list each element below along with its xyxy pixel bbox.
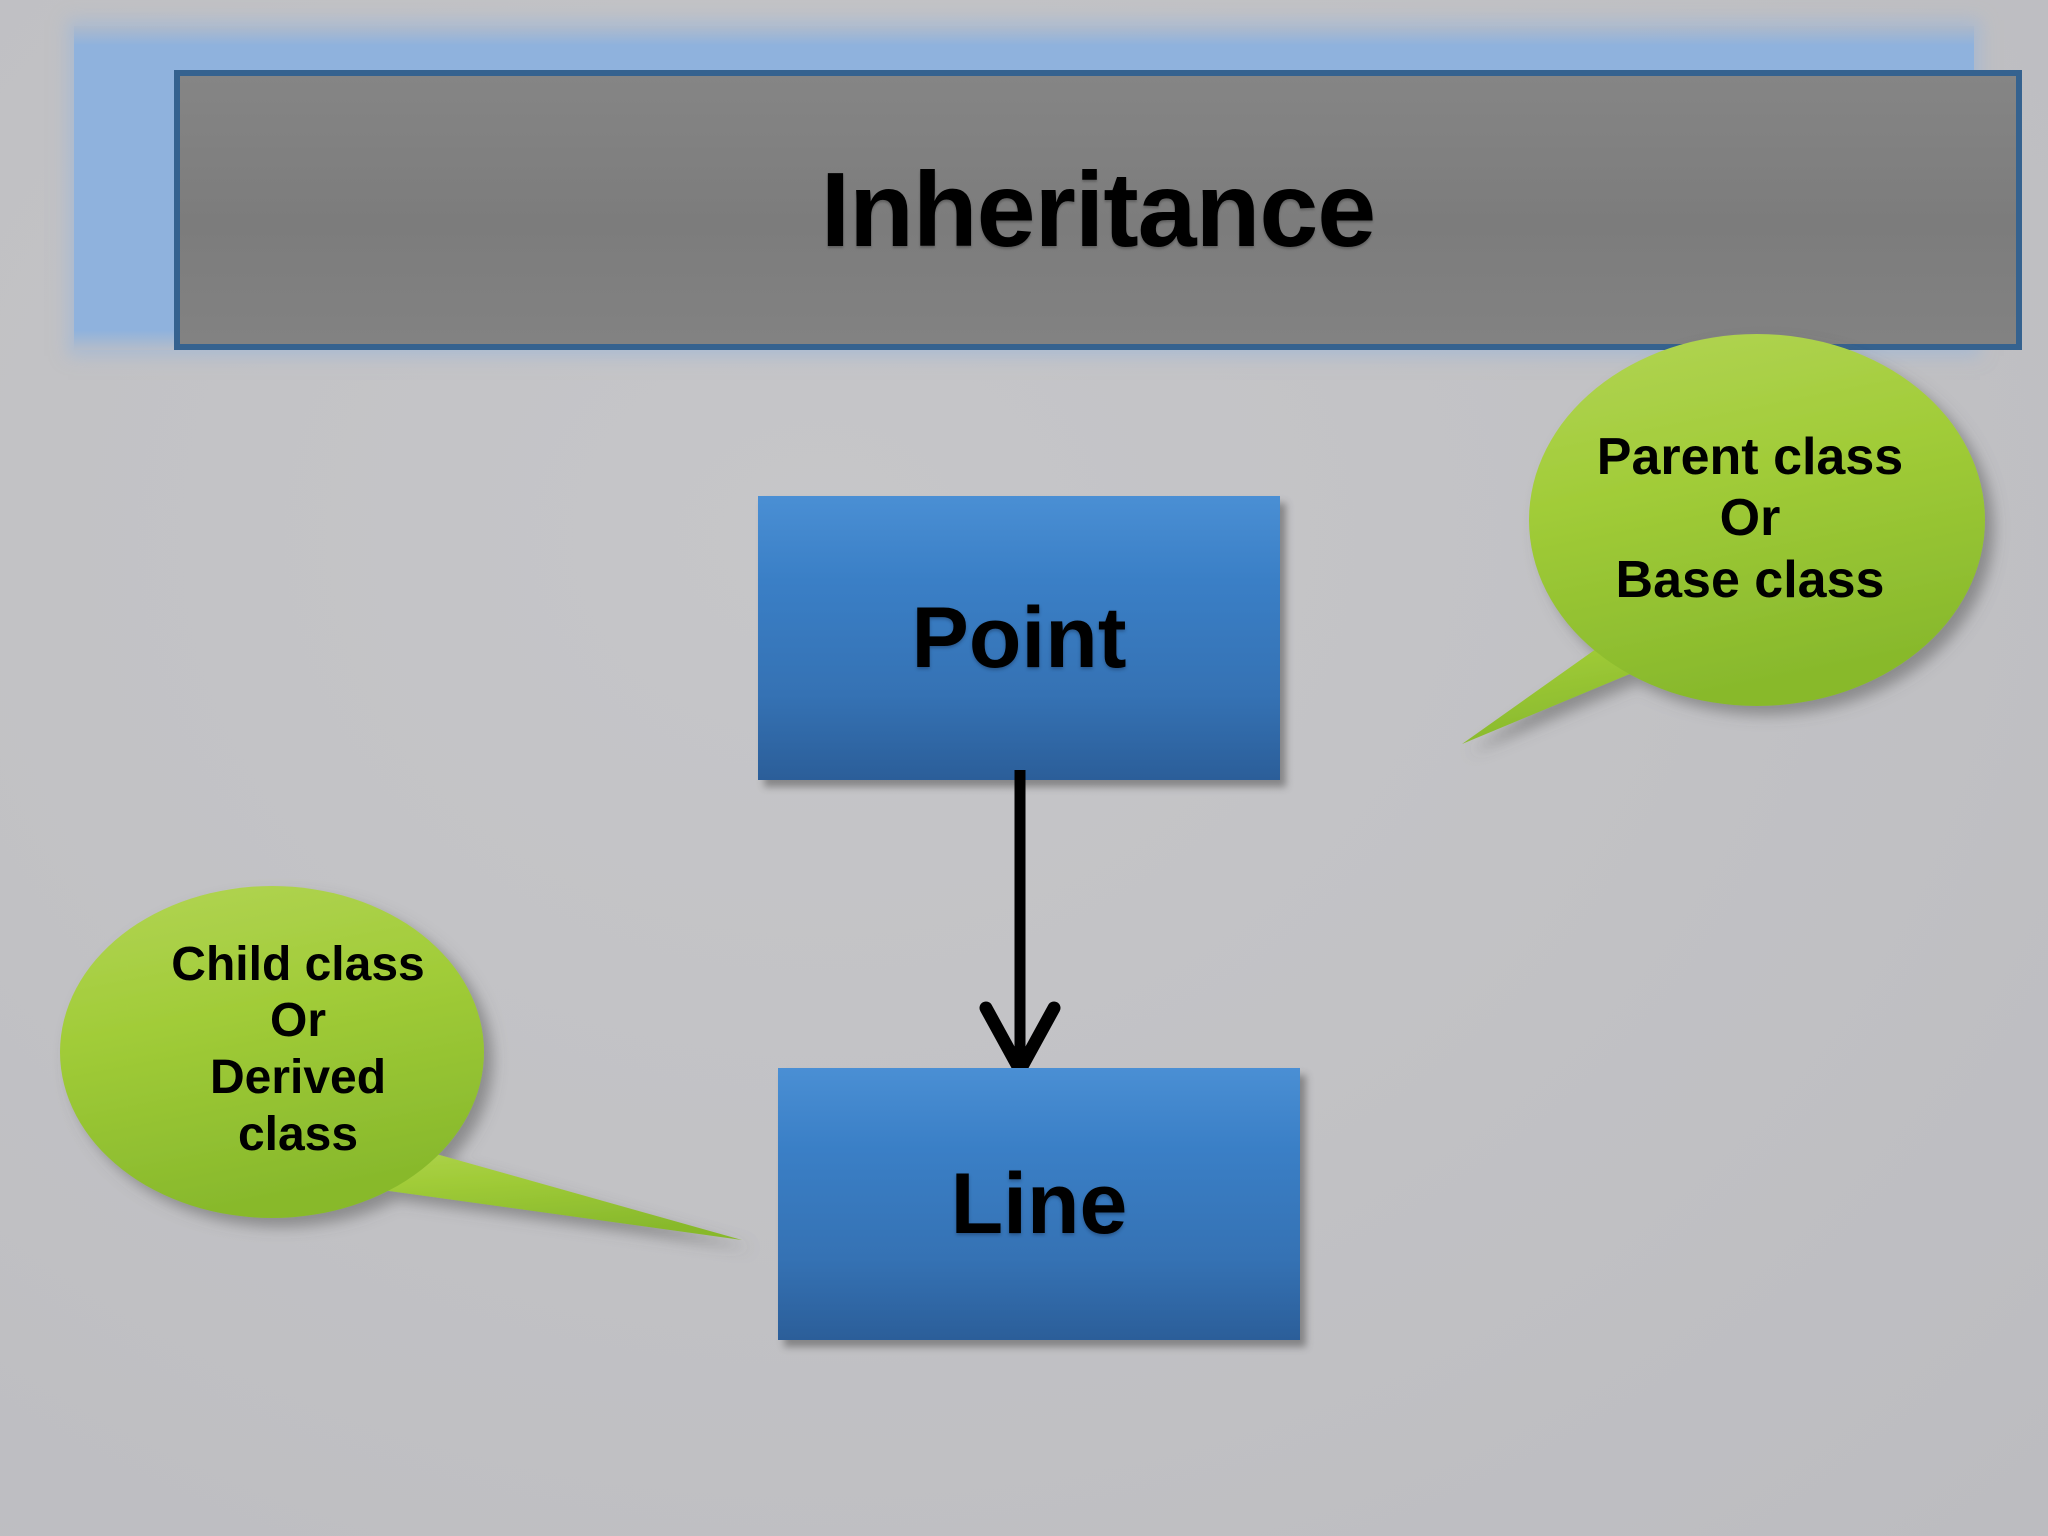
callout-parent-class[interactable]: Parent class Or Base class	[1452, 330, 2048, 760]
class-box-line-label: Line	[950, 1156, 1128, 1252]
class-box-point[interactable]: Point	[758, 496, 1280, 780]
callout-parent-bubble	[1529, 334, 1985, 706]
title-banner-border: Inheritance	[174, 70, 2022, 350]
class-box-point-label: Point	[911, 590, 1127, 686]
title-banner-fill: Inheritance	[180, 76, 2016, 344]
page-title: Inheritance	[820, 151, 1377, 269]
callout-child-class[interactable]: Child class Or Derived class	[52, 880, 772, 1280]
callout-child-tail	[372, 1136, 742, 1240]
inheritance-arrow	[960, 770, 1080, 1090]
class-box-line[interactable]: Line	[778, 1068, 1300, 1340]
title-banner-glow: Inheritance	[74, 26, 2022, 350]
callout-child-bubble	[60, 886, 484, 1218]
